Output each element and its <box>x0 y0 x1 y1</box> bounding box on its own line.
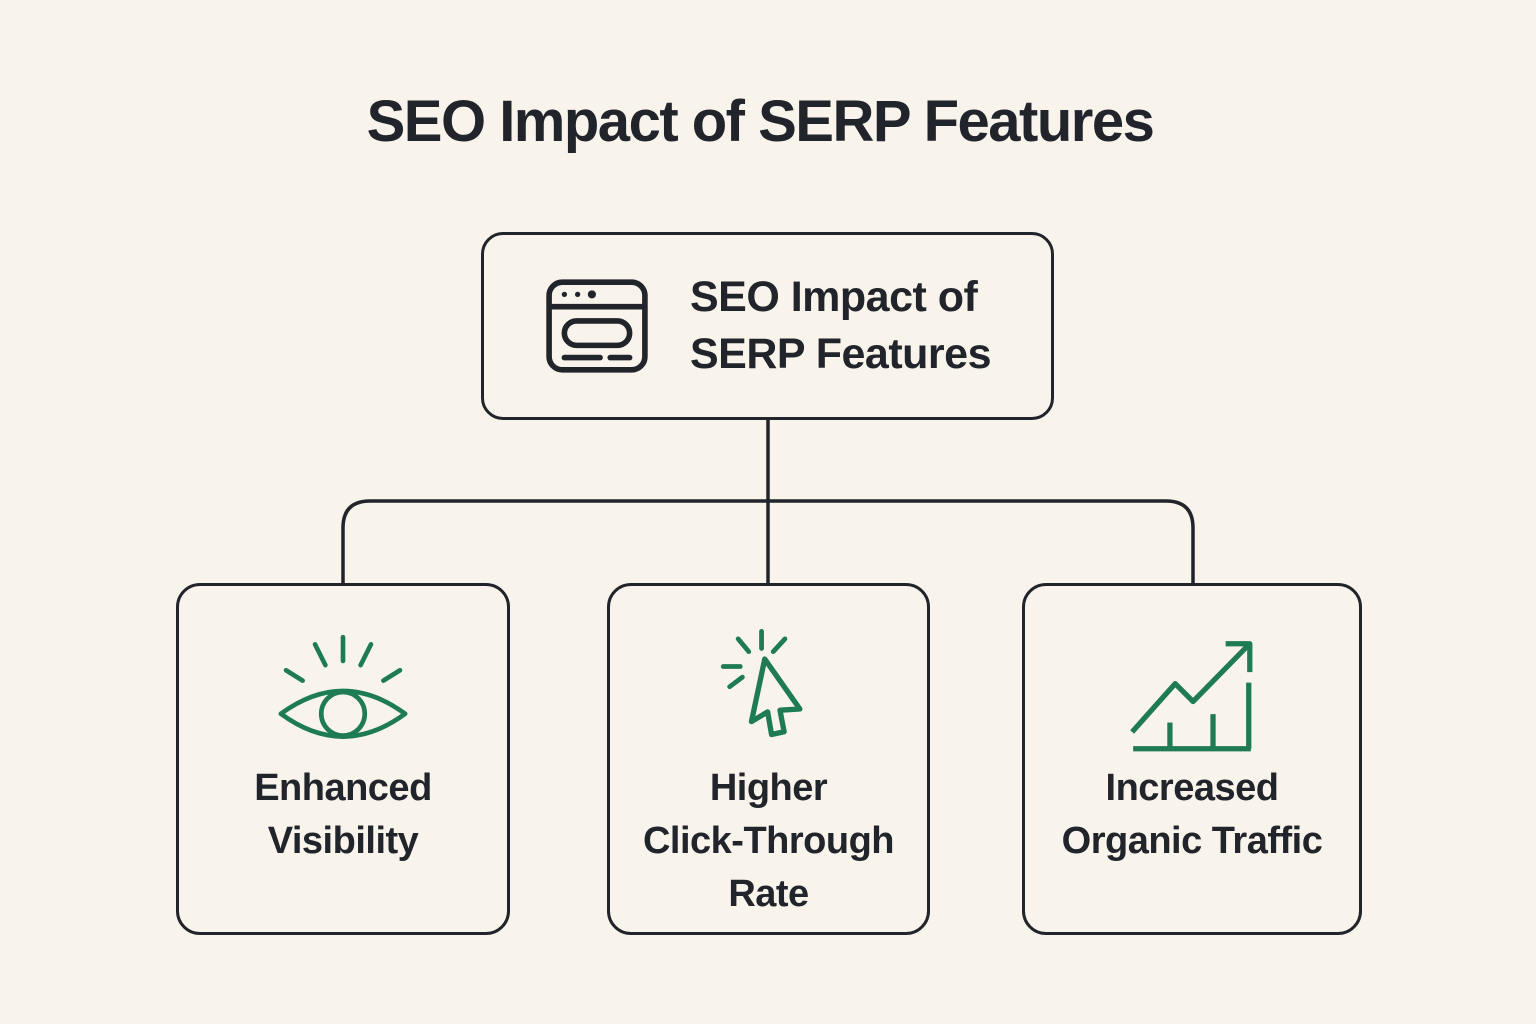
root-node-seo-impact: SEO Impact of SERP Features <box>481 232 1054 420</box>
card-increased-organic-traffic: Increased Organic Traffic <box>1022 583 1362 935</box>
cursor-click-icon <box>610 620 927 762</box>
root-node-label: SEO Impact of SERP Features <box>689 273 992 378</box>
card-label-increased-organic-traffic: Increased Organic Traffic <box>1061 767 1323 862</box>
browser-window-icon <box>546 279 648 373</box>
card-label-enhanced-visibility: Enhanced Visibility <box>254 767 432 862</box>
card-label-higher-click-through-rate: Higher Click-Through Rate <box>642 767 895 915</box>
card-higher-click-through-rate: Higher Click-Through Rate <box>607 583 930 935</box>
page-title: SEO Impact of SERP Features <box>366 89 1155 154</box>
eye-icon <box>179 620 507 762</box>
growth-chart-icon <box>1025 620 1359 762</box>
card-enhanced-visibility: Enhanced Visibility <box>176 583 510 935</box>
